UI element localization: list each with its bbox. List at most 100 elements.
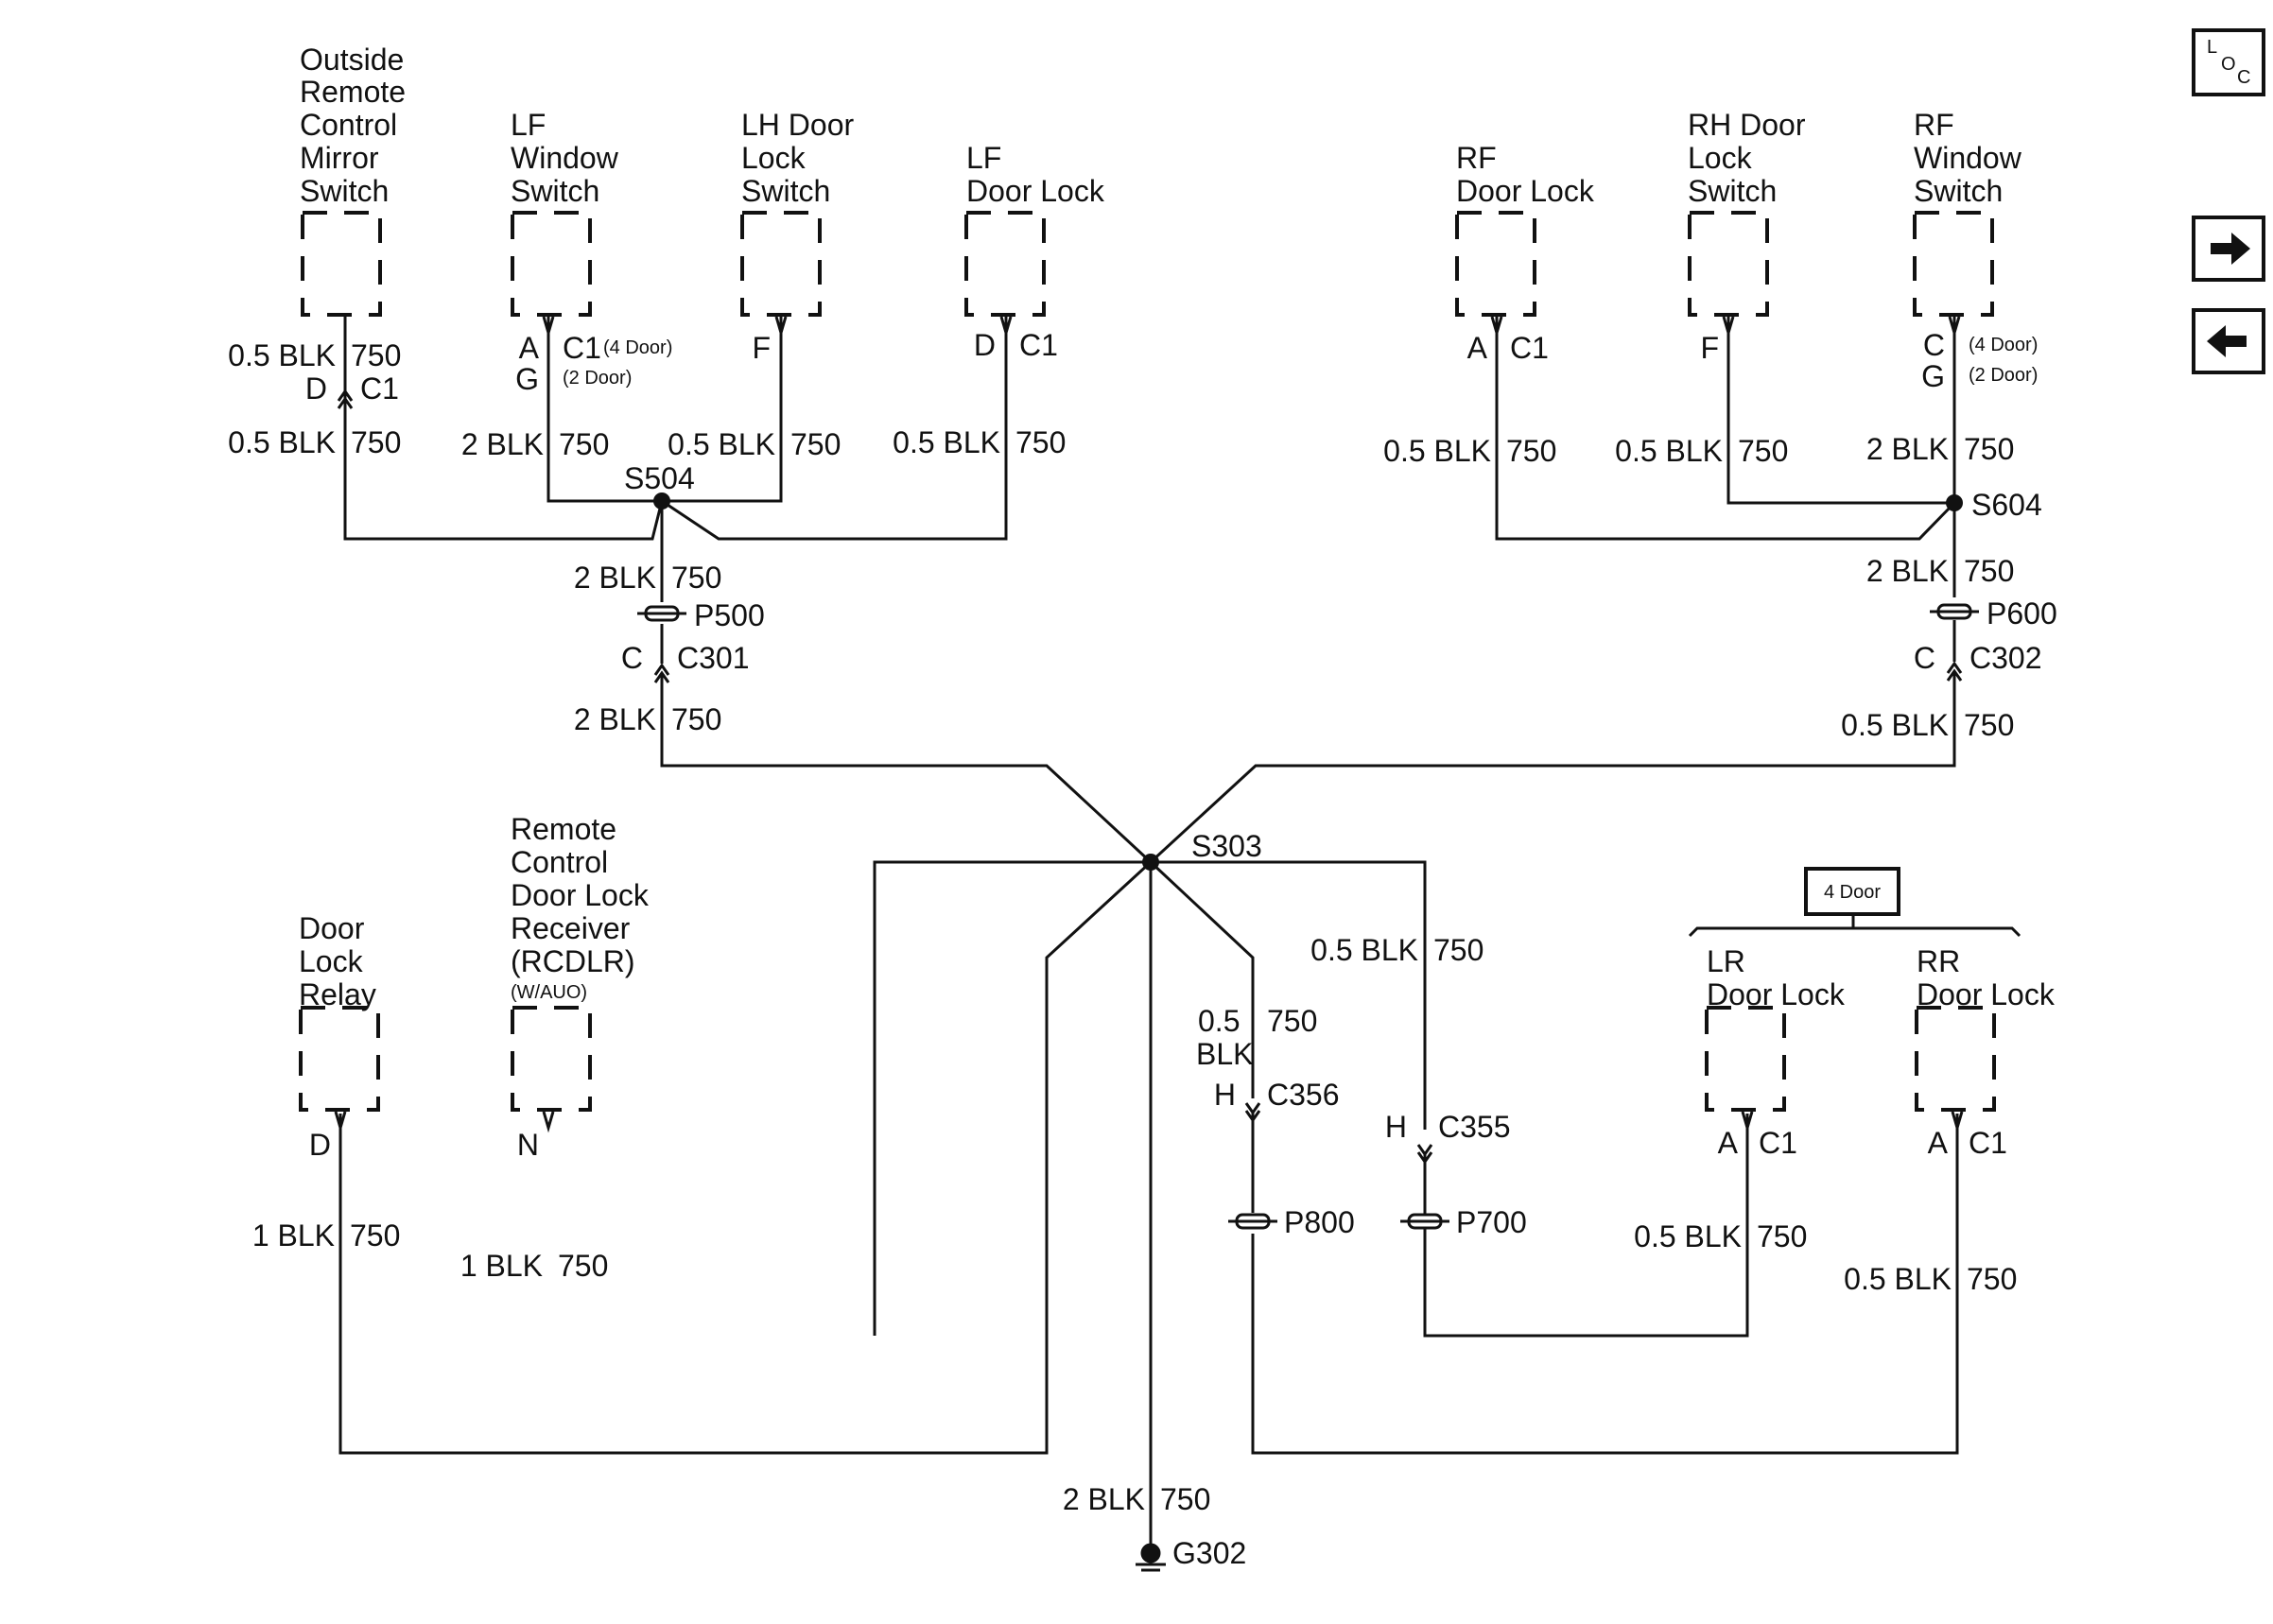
mirror-switch-label-2: Remote: [300, 75, 406, 109]
lf-door-lock-connector: C1: [1019, 328, 1058, 362]
splice-s504-label: S504: [624, 461, 695, 495]
mirror-switch-label-1: Outside: [300, 43, 404, 77]
rh-lock-switch-pin: F: [1700, 331, 1719, 365]
rcdlr-label-5: (RCDLR): [511, 944, 635, 978]
lf-window-circuit: 750: [559, 427, 609, 461]
p600-label: P600: [1987, 596, 2057, 631]
rh-lock-switch-circuit: 750: [1738, 434, 1788, 468]
rr-lock-gauge: 0.5 BLK: [1844, 1262, 1952, 1296]
c301-down-gauge: 2 BLK: [574, 702, 656, 736]
c301-pin: C: [621, 641, 643, 675]
mirror-switch-box: [301, 211, 382, 317]
rf-window-switch-label-1: RF: [1914, 108, 1954, 142]
rcdlr-label-3: Door Lock: [511, 878, 650, 912]
pin-labels: D C1 A C1 (4 Door) G (2 Door) F D C1 A C…: [305, 328, 2057, 1570]
splice-s303-label: S303: [1191, 829, 1262, 863]
lf-door-lock-circuit: 750: [1015, 425, 1066, 459]
lr-lock-connector: C1: [1759, 1126, 1797, 1160]
lf-window-connector: C1: [563, 331, 601, 365]
c301-label: C301: [677, 641, 750, 675]
four-door-option-box: [1804, 867, 1900, 916]
rh-lock-switch-gauge: 0.5 BLK: [1615, 434, 1723, 468]
rr-lock-connector: C1: [1969, 1126, 2007, 1160]
mirror-switch-label-5: Switch: [300, 174, 389, 208]
relay-circuit: 750: [350, 1218, 400, 1253]
rf-window-2door-note: (2 Door): [1969, 365, 2038, 386]
arrow-left-icon: [2207, 325, 2247, 357]
location-button[interactable]: L O C: [2192, 28, 2265, 96]
rr-door-lock-label-1: RR: [1917, 944, 1960, 978]
mirror-lower-gauge: 0.5 BLK: [228, 425, 336, 459]
arrow-right-icon: [2211, 233, 2250, 265]
next-page-button[interactable]: [2192, 216, 2265, 282]
s604-down-gauge: 2 BLK: [1866, 554, 1949, 588]
lf-window-switch-label-1: LF: [511, 108, 546, 142]
rh-door-lock-switch-label-1: RH Door: [1688, 108, 1806, 142]
mirror-switch-label-3: Control: [300, 108, 397, 142]
rh-door-lock-switch-label-3: Switch: [1688, 174, 1777, 208]
lr-lock-circuit: 750: [1757, 1219, 1807, 1253]
rcdlr-pin: N: [517, 1128, 539, 1162]
rcdlr-label-2: Control: [511, 845, 608, 879]
c302-down-circuit: 750: [1964, 708, 2014, 742]
door-lock-relay-label-2: Lock: [299, 944, 364, 978]
lf-door-lock-gauge: 0.5 BLK: [893, 425, 1000, 459]
lr-door-lock-box: [1705, 1006, 1786, 1112]
c356-gauge-b: BLK: [1196, 1037, 1253, 1071]
s504-down-gauge: 2 BLK: [574, 561, 656, 595]
mirror-connector: C1: [360, 371, 399, 406]
c355-label: C355: [1438, 1110, 1511, 1144]
rcdlr-label-4: Receiver: [511, 911, 631, 945]
s604-down-circuit: 750: [1964, 554, 2014, 588]
lh-door-lock-switch-label-2: Lock: [741, 141, 807, 175]
rcdlr-circuit: 750: [558, 1249, 608, 1283]
rf-window-switch-label-3: Switch: [1914, 174, 2003, 208]
mirror-upper-gauge: 0.5 BLK: [228, 338, 336, 372]
c301-down-circuit: 750: [671, 702, 721, 736]
mirror-switch-label-4: Mirror: [300, 141, 379, 175]
p700-label: P700: [1456, 1205, 1527, 1239]
rf-door-lock-gauge: 0.5 BLK: [1383, 434, 1491, 468]
lr-door-lock-label-2: Door Lock: [1707, 977, 1846, 1011]
lf-door-lock-label-2: Door Lock: [966, 174, 1105, 208]
location-button-l: L: [2207, 37, 2217, 58]
lh-lock-switch-gauge: 0.5 BLK: [668, 427, 775, 461]
pass-through-symbols: [637, 603, 1979, 1230]
door-lock-relay-box: [299, 1006, 380, 1112]
component-titles: Outside Remote Control Mirror Switch LF …: [299, 43, 2056, 1011]
ground-icon: [1136, 1543, 1166, 1572]
lf-window-2door-note: (2 Door): [563, 368, 632, 389]
splice-s604-dot: [1946, 494, 1963, 511]
splice-s303-dot: [1142, 854, 1159, 871]
lh-lock-switch-circuit: 750: [790, 427, 841, 461]
lr-lock-pin: A: [1718, 1126, 1739, 1160]
lh-door-lock-switch-box: [740, 211, 822, 317]
rf-window-pin-c: C: [1923, 328, 1945, 362]
rh-door-lock-switch-box: [1688, 211, 1769, 317]
previous-page-button[interactable]: [2192, 308, 2265, 374]
rf-door-lock-pin: A: [1467, 331, 1488, 365]
splice-s604-label: S604: [1971, 488, 2042, 522]
c355-gauge: 0.5 BLK: [1310, 933, 1418, 967]
s504-down-circuit: 750: [671, 561, 721, 595]
lf-door-lock-pin: D: [974, 328, 996, 362]
component-boxes: [299, 211, 1996, 1112]
rr-lock-pin: A: [1928, 1126, 1949, 1160]
connector-symbols: [334, 316, 1964, 1165]
c355-circuit: 750: [1433, 933, 1484, 967]
c356-gauge-a: 0.5: [1198, 1004, 1240, 1038]
mirror-pin: D: [305, 371, 327, 406]
ground-circuit: 750: [1160, 1482, 1210, 1516]
rh-door-lock-switch-label-2: Lock: [1688, 141, 1753, 175]
c356-circuit: 750: [1267, 1004, 1317, 1038]
ground-gauge: 2 BLK: [1063, 1482, 1145, 1516]
rcdlr-gauge: 1 BLK: [460, 1249, 543, 1283]
lf-door-lock-label-1: LF: [966, 141, 1001, 175]
lf-window-switch-label-3: Switch: [511, 174, 599, 208]
lh-door-lock-switch-label-3: Switch: [741, 174, 830, 208]
rf-door-lock-label-2: Door Lock: [1456, 174, 1595, 208]
rf-door-lock-circuit: 750: [1506, 434, 1556, 468]
lf-window-switch-box: [511, 211, 592, 317]
door-lock-relay-label-1: Door: [299, 911, 365, 945]
